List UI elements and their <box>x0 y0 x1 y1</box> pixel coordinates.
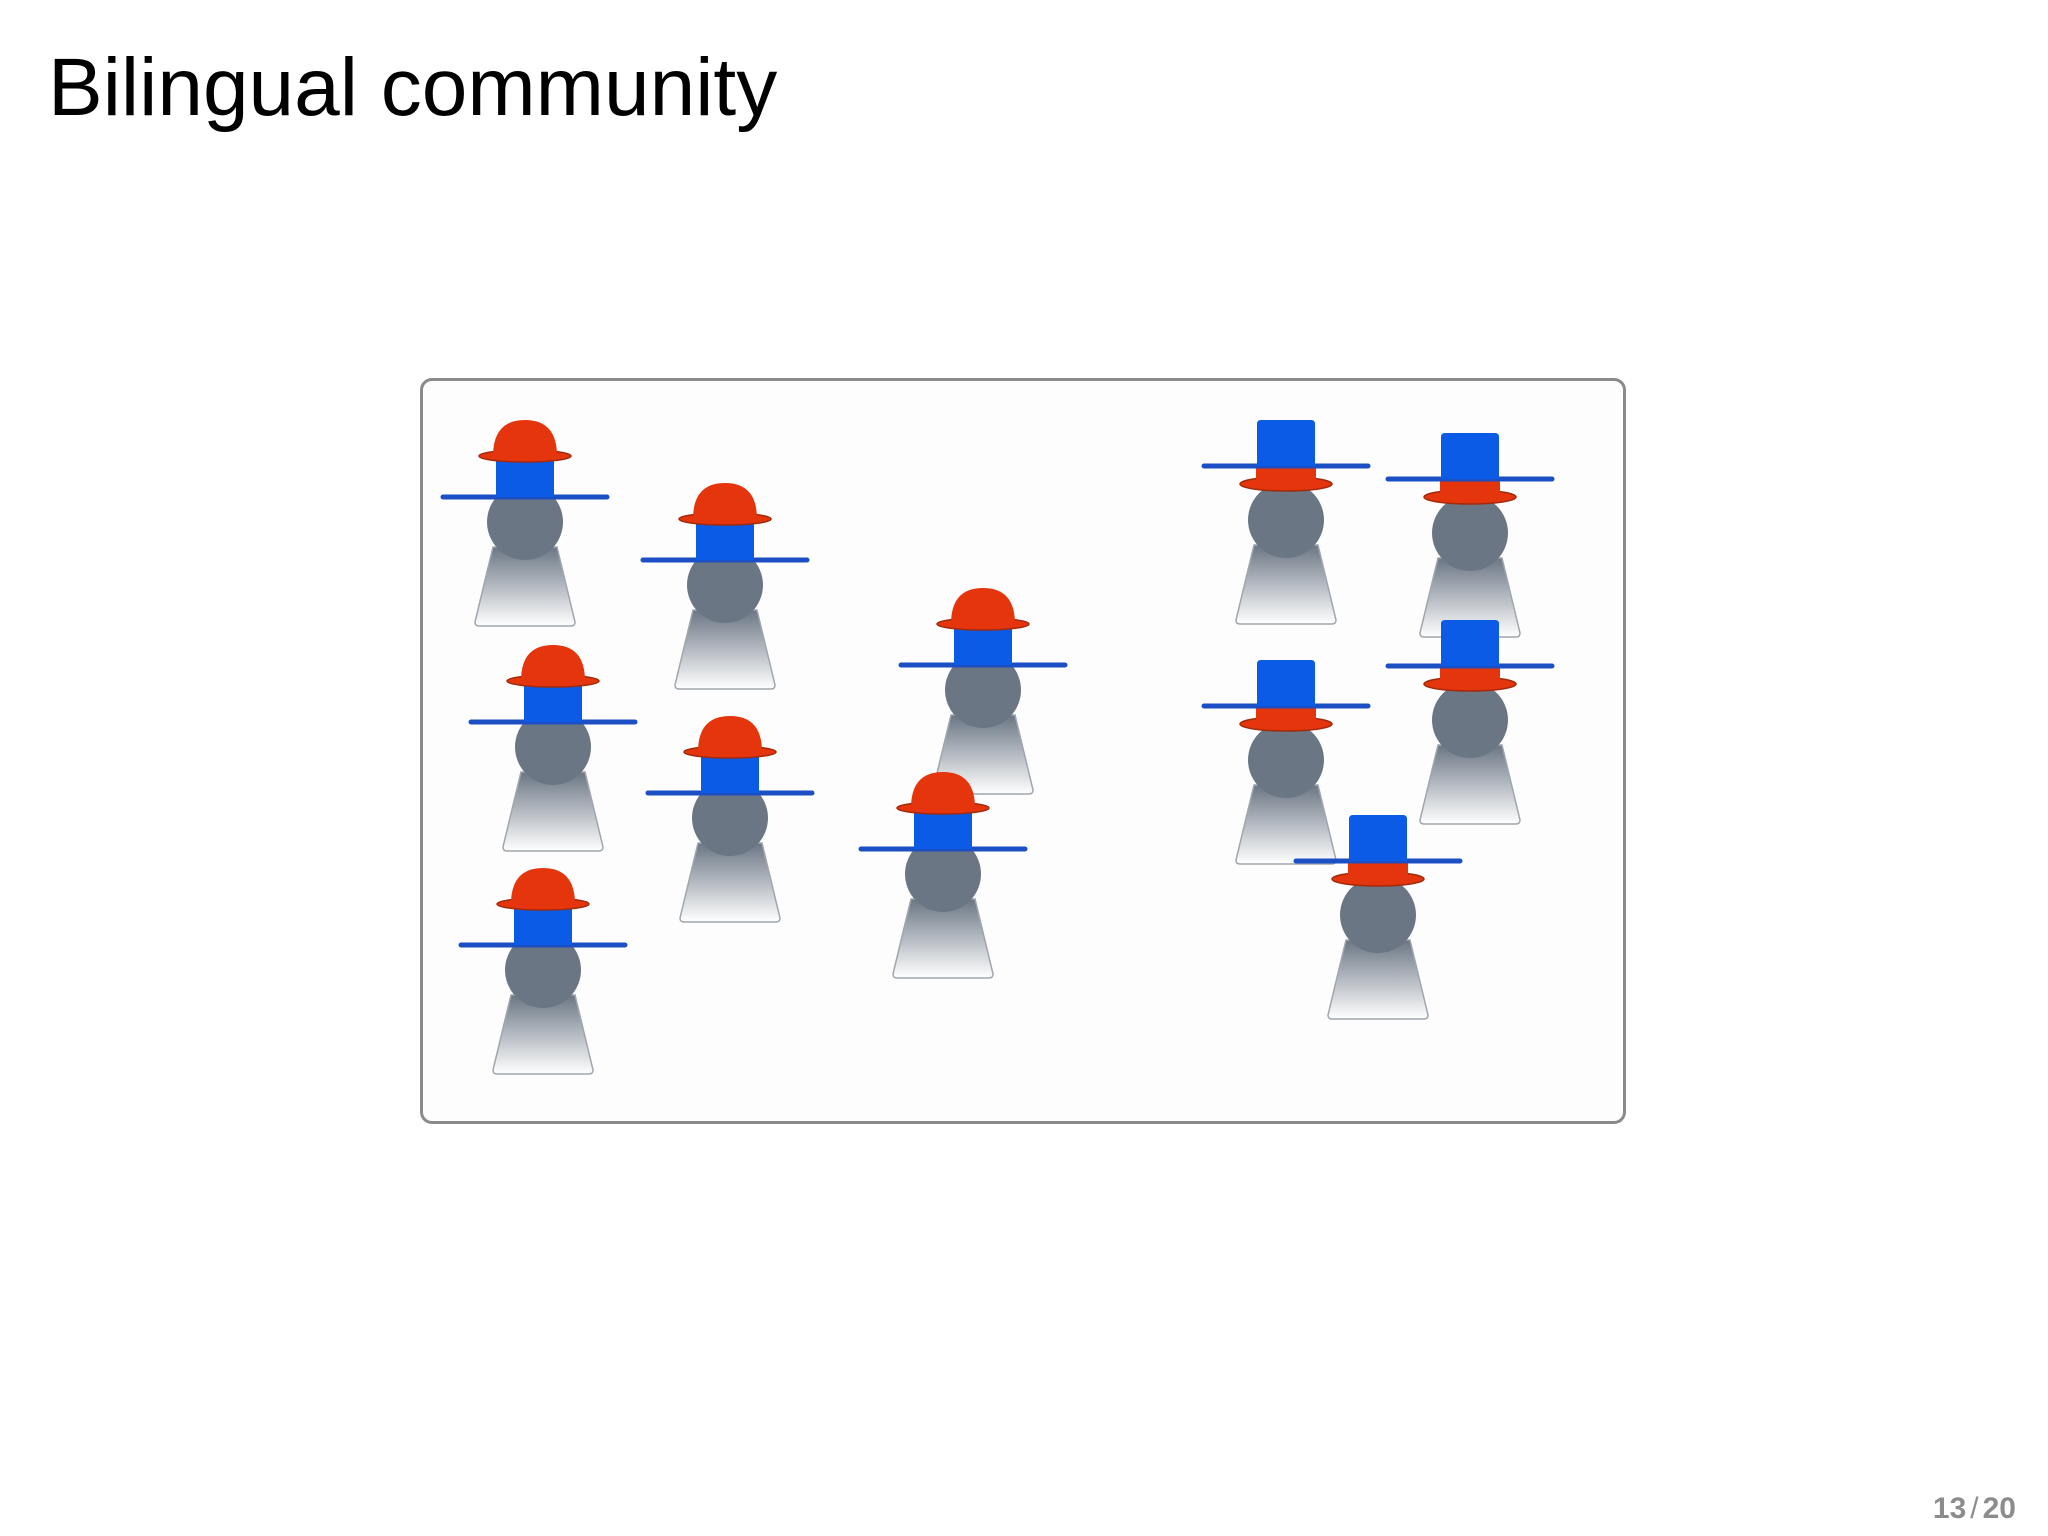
page-current: 13 <box>1932 1492 1967 1525</box>
slide-title: Bilingual community <box>48 42 778 133</box>
page-number: 13/20 <box>1933 1492 2016 1526</box>
figure-frame <box>420 378 1626 1124</box>
page-total: 20 <box>1982 1492 2016 1525</box>
page-separator: / <box>1970 1492 1979 1525</box>
